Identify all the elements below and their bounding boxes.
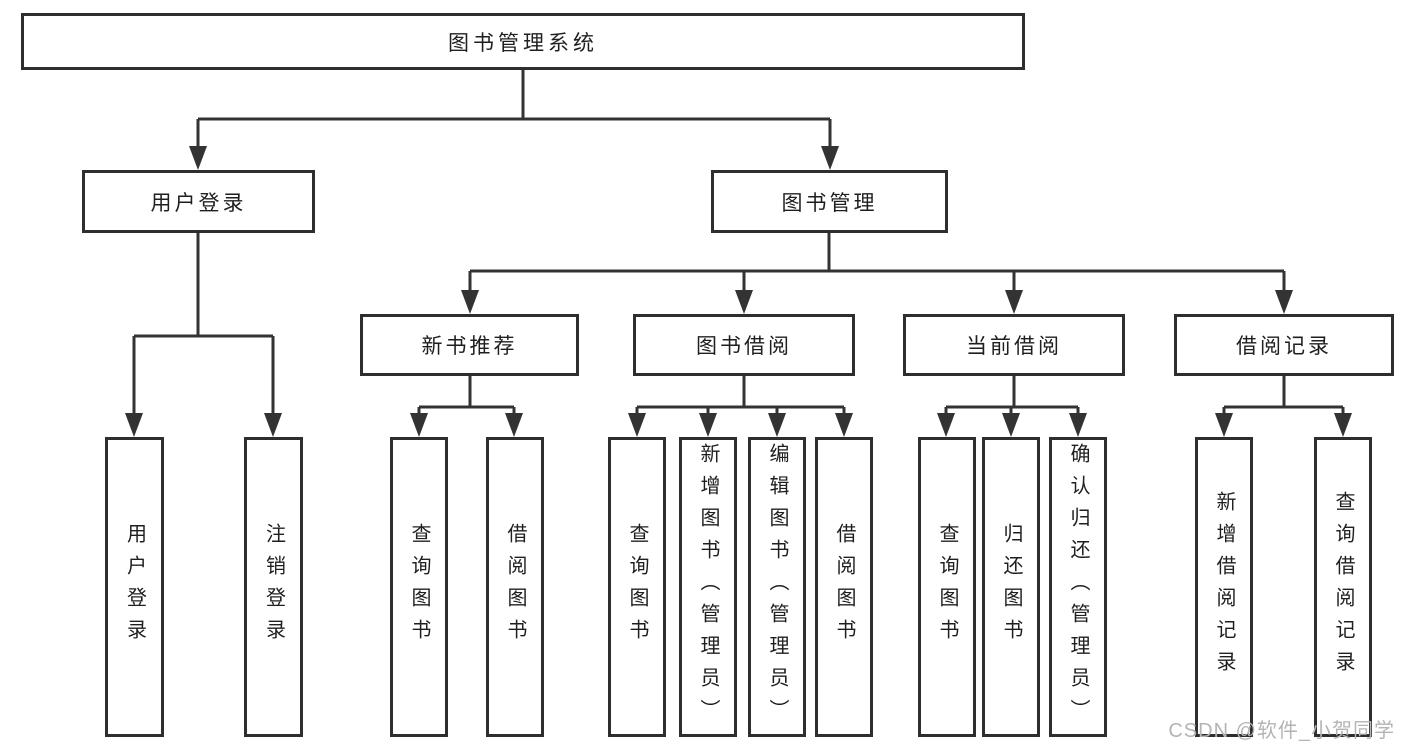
leaf-label: 新增借阅记录 [1213, 491, 1235, 683]
arrowhead [410, 413, 428, 437]
node-book-borrow: 图书借阅 [633, 314, 855, 376]
leaf-query-book-1: 查询图书 [390, 437, 448, 737]
leaf-label: 归还图书 [1000, 523, 1022, 651]
connector-newbook-to-leaves [417, 376, 516, 414]
arrowhead [1005, 290, 1023, 314]
arrowhead [699, 413, 717, 437]
leaf-query-borrow-record: 查询借阅记录 [1314, 437, 1372, 737]
arrowhead [768, 413, 786, 437]
connector-login-to-leaves [132, 233, 275, 414]
leaf-logout: 注销登录 [244, 437, 303, 737]
leaf-add-borrow-record: 新增借阅记录 [1195, 437, 1253, 737]
arrowhead [1334, 413, 1352, 437]
leaf-confirm-return-admin: 确认归还（管理员） [1049, 437, 1107, 737]
leaf-borrow-book-2: 借阅图书 [815, 437, 873, 737]
connector-root-to-level2 [196, 70, 832, 147]
arrowhead [821, 146, 839, 170]
arrowhead [937, 413, 955, 437]
leaf-return-book: 归还图书 [982, 437, 1040, 737]
arrowhead [1069, 413, 1087, 437]
leaf-label: 借阅图书 [504, 523, 526, 651]
connector-current-to-leaves [944, 376, 1080, 414]
arrowhead [835, 413, 853, 437]
leaf-query-book-2: 查询图书 [608, 437, 666, 737]
arrowhead [628, 413, 646, 437]
node-user-login: 用户登录 [82, 170, 315, 233]
leaf-edit-book-admin: 编辑图书（管理员） [748, 437, 806, 737]
node-book-management: 图书管理 [711, 170, 948, 233]
node-current-borrow: 当前借阅 [903, 314, 1125, 376]
arrowhead [125, 413, 143, 437]
csdn-watermark: CSDN @软件_小贺同学 [1168, 720, 1395, 742]
arrowhead [461, 290, 479, 314]
leaf-label: 编辑图书（管理员） [766, 443, 788, 731]
leaf-label: 用户登录 [123, 523, 146, 651]
arrowhead [1002, 413, 1020, 437]
connector-mgmt-to-level3 [468, 233, 1286, 291]
connector-record-to-leaves [1222, 376, 1345, 414]
arrowhead [1275, 290, 1293, 314]
leaf-user-login: 用户登录 [105, 437, 164, 737]
leaf-label: 查询图书 [936, 523, 958, 651]
node-library-system: 图书管理系统 [21, 13, 1025, 70]
leaf-label: 注销登录 [262, 523, 285, 651]
node-borrow-record: 借阅记录 [1174, 314, 1394, 376]
leaf-query-book-3: 查询图书 [918, 437, 976, 737]
leaf-add-book-admin: 新增图书（管理员） [679, 437, 737, 737]
leaf-borrow-book-1: 借阅图书 [486, 437, 544, 737]
leaf-label: 新增图书（管理员） [697, 443, 719, 731]
leaf-label: 确认归还（管理员） [1067, 443, 1089, 731]
arrowhead [735, 290, 753, 314]
arrowhead [505, 413, 523, 437]
leaf-label: 查询图书 [408, 523, 430, 651]
connector-borrow-to-leaves [635, 376, 846, 414]
arrowhead [1215, 413, 1233, 437]
arrowhead [189, 146, 207, 170]
node-new-book-recommend: 新书推荐 [360, 314, 579, 376]
leaf-label: 借阅图书 [833, 523, 855, 651]
arrowhead [264, 413, 282, 437]
leaf-label: 查询借阅记录 [1332, 491, 1354, 683]
leaf-label: 查询图书 [626, 523, 648, 651]
